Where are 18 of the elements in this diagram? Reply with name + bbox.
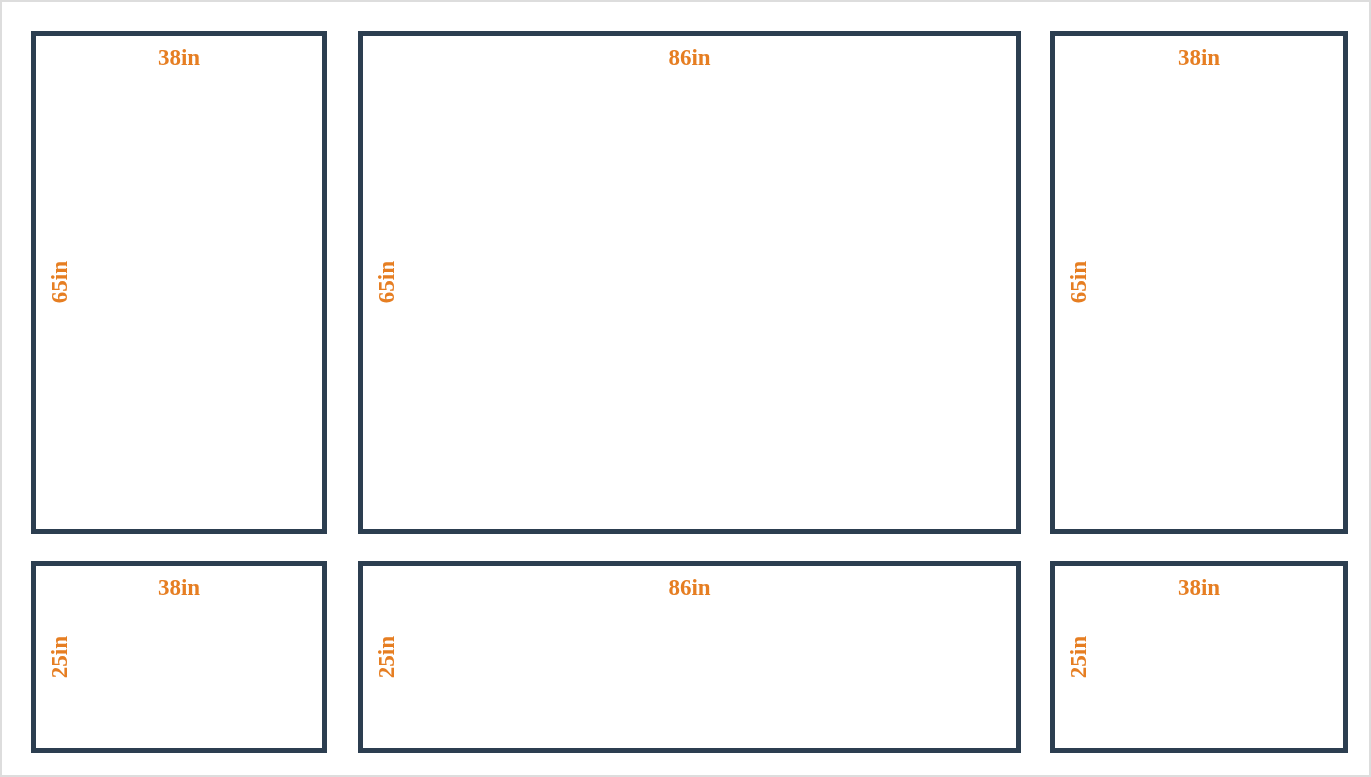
- panel-outline: [1050, 561, 1348, 753]
- panel-outline: [31, 561, 327, 753]
- panel-outline: [1050, 31, 1348, 534]
- width-dimension: 86in: [668, 45, 711, 70]
- height-dimension: 25in: [48, 635, 71, 679]
- height-dimension: 65in: [1067, 261, 1090, 304]
- width-dimension: 38in: [1177, 45, 1221, 70]
- width-dimension: 38in: [157, 575, 201, 600]
- panel-outline: [358, 561, 1021, 753]
- height-dimension: 25in: [1067, 635, 1090, 679]
- width-dimension: 38in: [157, 45, 201, 70]
- height-dimension: 65in: [375, 261, 398, 304]
- panel-outline: [31, 31, 327, 534]
- width-dimension: 38in: [1177, 575, 1221, 600]
- width-dimension: 86in: [668, 575, 711, 600]
- panel-outline: [358, 31, 1021, 534]
- height-dimension: 25in: [375, 635, 398, 679]
- height-dimension: 65in: [48, 261, 71, 304]
